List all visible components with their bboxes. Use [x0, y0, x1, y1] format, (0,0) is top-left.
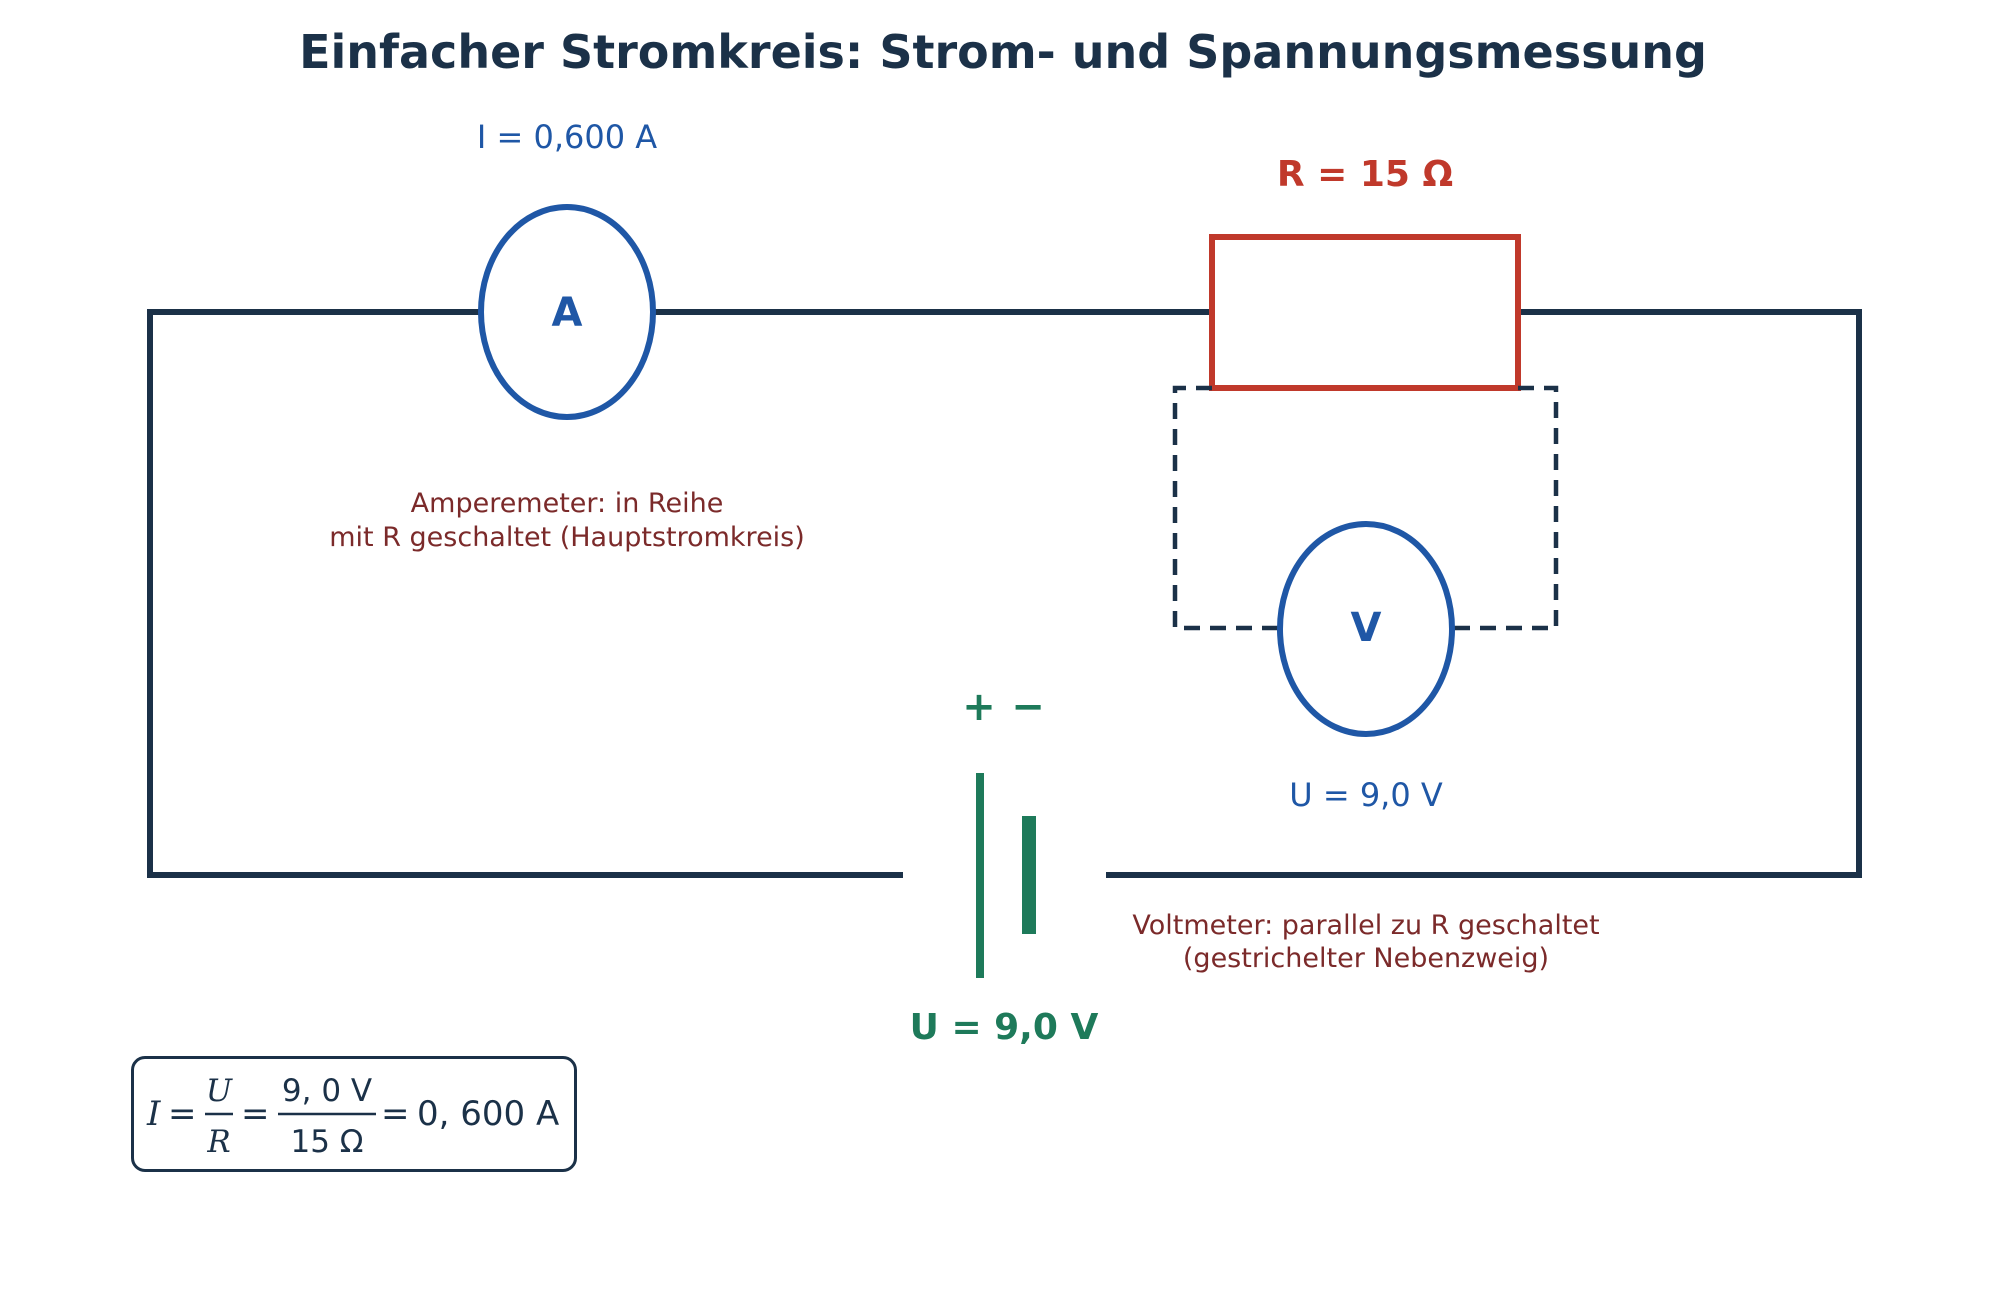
voltmeter-note-line2: (gestrichelter Nebenzweig): [1183, 943, 1549, 974]
ohms-law-formula: I = U R = 9, 0 V 15 Ω = 0, 600 A: [146, 1073, 559, 1160]
battery-voltage-label: U = 9,0 V: [910, 1007, 1099, 1048]
formula-denominator-value: 15 Ω: [291, 1124, 364, 1160]
voltmeter-branch-wire: [1172, 385, 1559, 631]
formula-equals-2: =: [241, 1094, 270, 1134]
formula-numerator-value: 9, 0 V: [282, 1073, 372, 1109]
formula-equals-1: =: [168, 1094, 197, 1134]
voltmeter-note-line1: Voltmeter: parallel zu R geschaltet: [1132, 910, 1599, 941]
formula-numerator-u: U: [206, 1073, 233, 1109]
resistor-symbol: [1209, 234, 1521, 391]
formula-result: 0, 600 A: [417, 1094, 559, 1134]
voltmeter-circle: [1277, 521, 1455, 737]
formula-equals-3: =: [381, 1094, 410, 1134]
resistor-label: R = 15 Ω: [1277, 154, 1453, 195]
formula-current-symbol: I: [146, 1094, 161, 1134]
ammeter-circle: [478, 204, 656, 420]
battery-plus-sign: +: [962, 684, 996, 730]
voltmeter-symbol: V: [1351, 605, 1382, 651]
ammeter-note-line2: mit R geschaltet (Hauptstromkreis): [329, 522, 805, 553]
ammeter-symbol: A: [552, 290, 583, 336]
formula-box: [131, 1056, 577, 1172]
ammeter-note-line1: Amperemeter: in Reihe: [411, 488, 724, 519]
ammeter-reading: I = 0,600 A: [477, 118, 657, 156]
battery-minus-sign: −: [1011, 684, 1045, 730]
diagram-title: Einfacher Stromkreis: Strom- und Spannun…: [299, 25, 1707, 79]
voltmeter-reading: U = 9,0 V: [1289, 776, 1443, 814]
main-wire: [147, 309, 1862, 878]
formula-denominator-r: R: [206, 1124, 230, 1160]
